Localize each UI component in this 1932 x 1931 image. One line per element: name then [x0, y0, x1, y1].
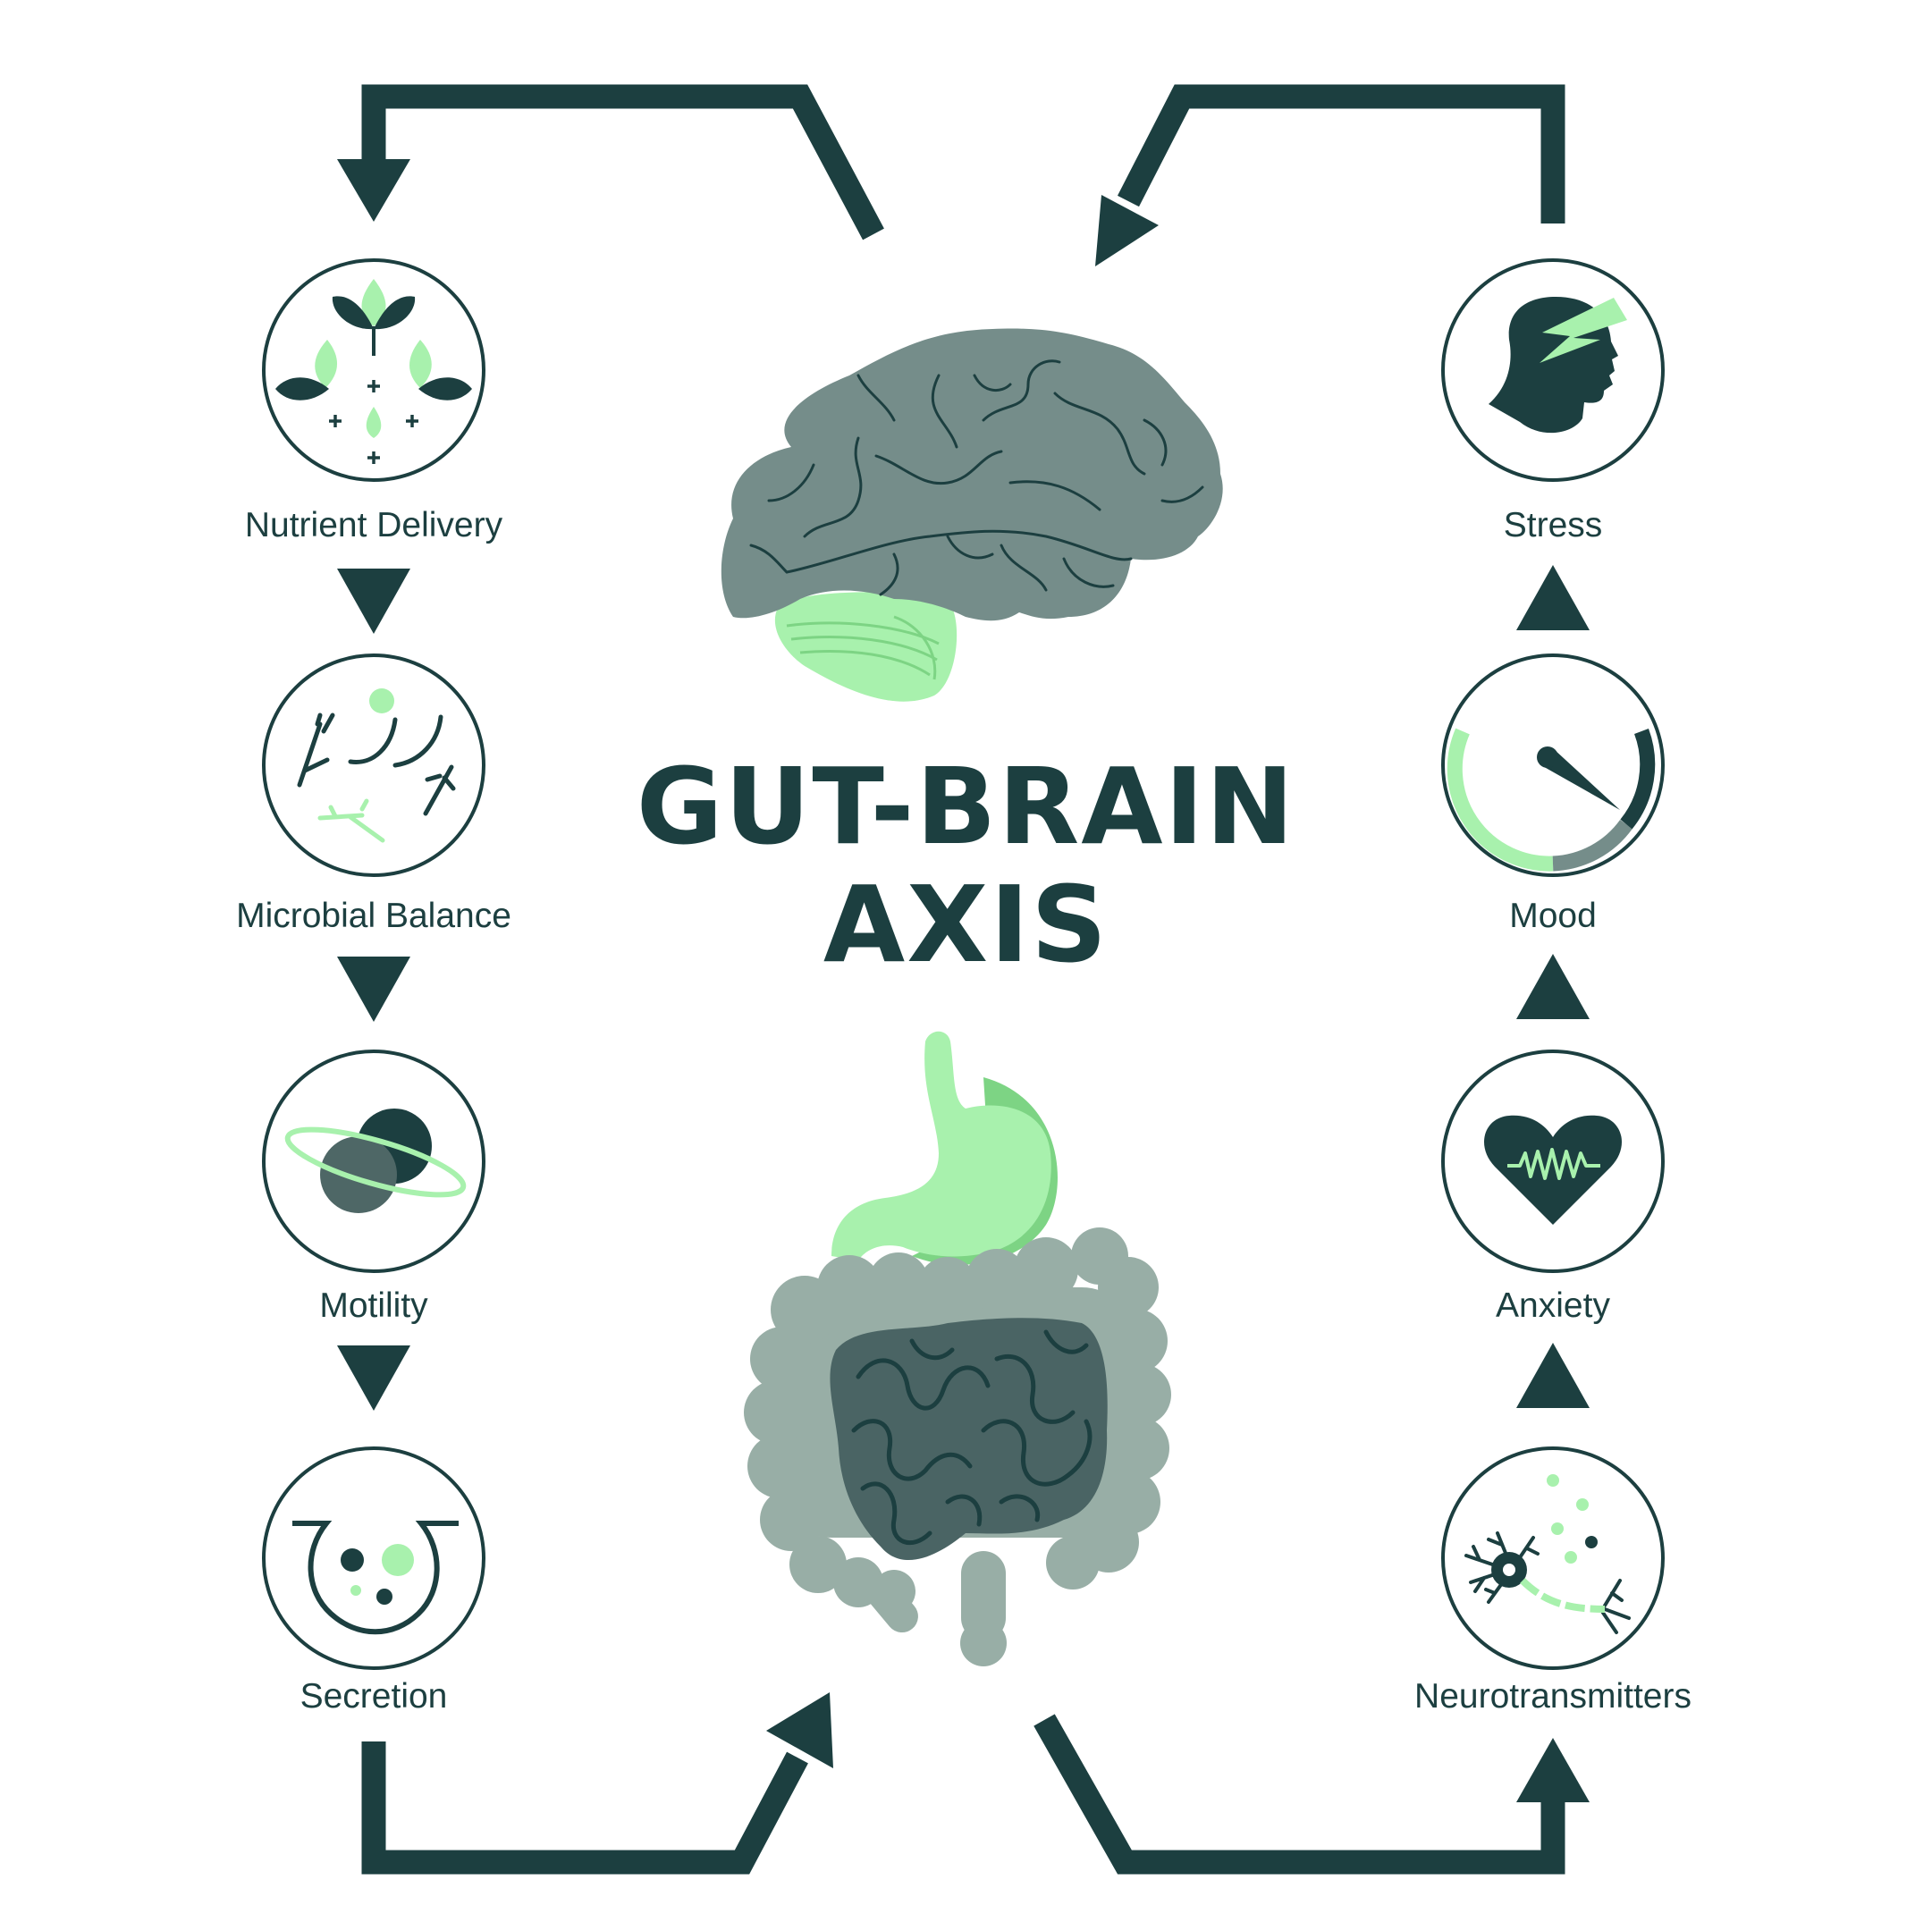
secretion-cup-icon [292, 1521, 459, 1635]
head-lightning-icon [1489, 297, 1627, 434]
motility-circle [262, 1050, 485, 1273]
up-triangle-3 [1516, 1343, 1590, 1408]
digestive-tract-icon [744, 1031, 1171, 1666]
step-label-microbial-balance: Microbial Balance [236, 897, 511, 935]
leaves-nutrient-icon [275, 279, 472, 464]
top-right-arrowhead [1095, 195, 1159, 266]
step-label-nutrient-delivery: Nutrient Delivery [244, 506, 503, 544]
secretion-circle [262, 1446, 485, 1670]
down-triangle-3 [337, 1345, 410, 1411]
microbes-icon [297, 688, 456, 843]
title-line-2: AXIS [823, 863, 1109, 986]
brain-icon [721, 328, 1223, 702]
up-triangle-1 [1516, 565, 1590, 630]
heart-pulse-icon [1484, 1115, 1622, 1225]
top-left-loop-arrow [361, 84, 884, 240]
step-label-neurotransmitters: Neurotransmitters [1414, 1677, 1692, 1716]
title-line-1: GUT-BRAIN [636, 745, 1296, 868]
bottom-right-loop-arrow [1033, 1714, 1565, 1875]
left-flow-triangles [337, 569, 410, 1411]
nutrient-delivery-circle [262, 258, 485, 482]
up-triangle-2 [1516, 954, 1590, 1019]
step-label-stress: Stress [1503, 506, 1603, 544]
step-label-secretion: Secretion [300, 1677, 448, 1716]
microbial-balance-circle [262, 654, 485, 877]
neuron-icon [1464, 1474, 1631, 1634]
bottom-right-arrowhead [1516, 1738, 1590, 1802]
right-flow-triangles [1516, 565, 1590, 1408]
top-left-arrowhead [337, 159, 410, 222]
bottom-left-loop-arrow [361, 1741, 808, 1875]
anxiety-circle [1441, 1050, 1665, 1273]
top-right-loop-arrow [1117, 84, 1565, 223]
stress-circle [1441, 258, 1665, 482]
gauge-icon [1447, 728, 1656, 872]
gauge-needle-icon [1537, 746, 1620, 810]
down-triangle-2 [337, 957, 410, 1022]
down-triangle-1 [337, 569, 410, 634]
step-label-anxiety: Anxiety [1496, 1286, 1610, 1325]
neurotransmitters-circle [1441, 1446, 1665, 1670]
step-label-mood: Mood [1509, 897, 1597, 935]
bottom-left-arrowhead [766, 1692, 833, 1768]
orbit-sphere-icon [284, 1109, 467, 1213]
step-label-motility: Motility [319, 1286, 428, 1325]
mood-circle [1441, 654, 1665, 877]
